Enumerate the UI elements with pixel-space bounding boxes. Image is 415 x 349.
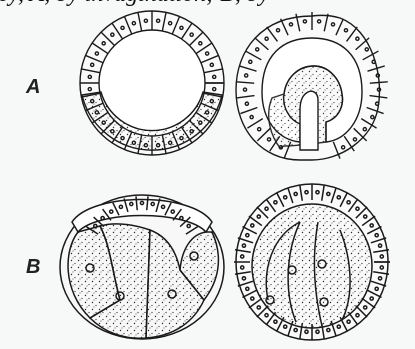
epiboly-b-right <box>234 184 390 340</box>
epiboly-b-left <box>60 195 224 339</box>
blastula-a-left <box>80 11 224 155</box>
gastrula-invagination-a-right <box>236 12 388 160</box>
